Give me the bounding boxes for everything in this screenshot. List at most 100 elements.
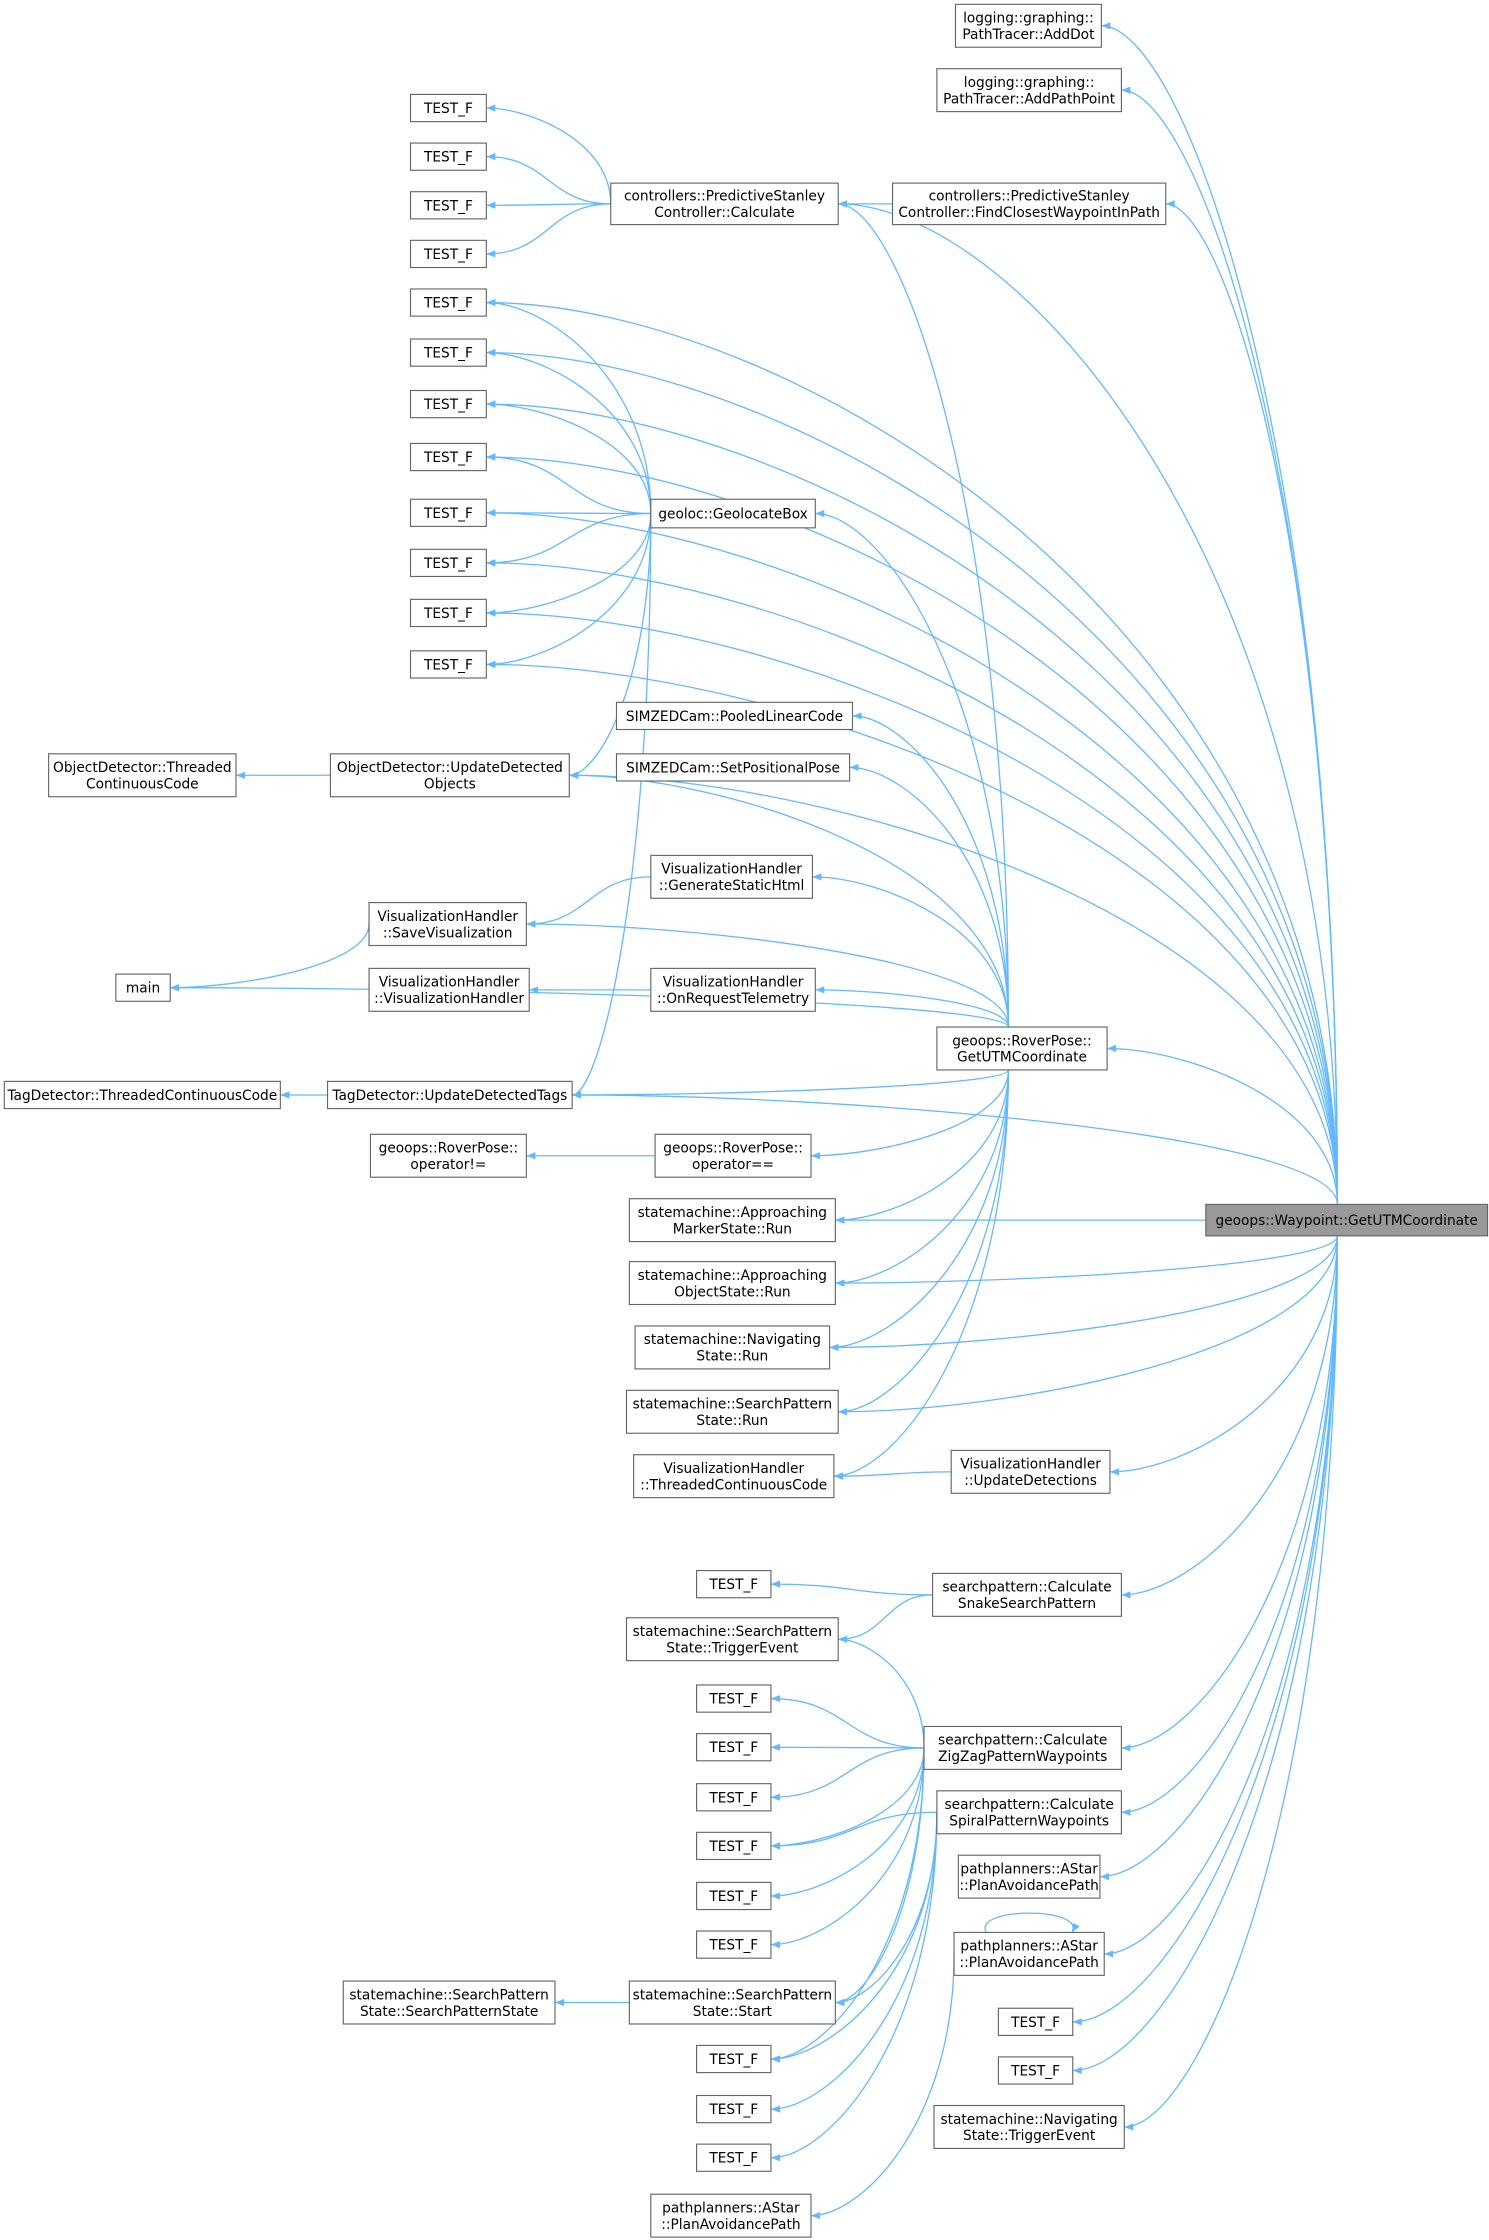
node-t15[interactable]: TEST_F xyxy=(696,1733,772,1762)
node-box xyxy=(115,973,171,1002)
node-t10[interactable]: TEST_F xyxy=(409,548,487,578)
edge-geolocate-to-updDetObj xyxy=(569,513,652,779)
node-navTrigger[interactable]: statemachine::NavigatingState::TriggerEv… xyxy=(933,2104,1125,2149)
node-onReqTel[interactable]: VisualizationHandler::OnRequestTelemetry xyxy=(650,967,816,1012)
node-box xyxy=(696,1783,772,1812)
node-tdThreaded[interactable]: TagDetector::ThreadedContinuousCode xyxy=(3,1080,281,1110)
edge-T-to-t8 xyxy=(486,453,1339,1205)
node-opEq[interactable]: geoops::RoverPose::operator== xyxy=(654,1133,812,1178)
node-t1[interactable]: TEST_F xyxy=(409,93,487,123)
node-astar2[interactable]: pathplanners::AStar::PlanAvoidancePath xyxy=(953,1931,1105,1976)
edge-calculate-to-t2 xyxy=(486,153,611,205)
node-geolocate[interactable]: geoloc::GeolocateBox xyxy=(650,498,816,529)
node-spRun[interactable]: statemachine::SearchPatternState::Run xyxy=(625,1389,839,1434)
node-label: statemachine::SearchPattern xyxy=(633,1624,832,1640)
edge-zigzag-to-t15 xyxy=(770,1743,925,1751)
node-label: GetUTMCoordinate xyxy=(957,1050,1087,1066)
node-t21[interactable]: TEST_F xyxy=(997,2056,1074,2085)
edge-zigzag-to-t14 xyxy=(770,1694,925,1749)
node-t12[interactable]: TEST_F xyxy=(409,650,487,679)
node-addDot[interactable]: logging::graphing::PathTracer::AddDot xyxy=(954,3,1102,48)
edge-T-to-navTrigger xyxy=(1124,1235,1339,2131)
node-main[interactable]: main xyxy=(115,973,171,1002)
node-vhCtor[interactable]: VisualizationHandler::VisualizationHandl… xyxy=(368,967,530,1012)
node-spStart[interactable]: statemachine::SearchPatternState::Start xyxy=(628,1980,836,2025)
node-t2[interactable]: TEST_F xyxy=(409,142,487,171)
node-t7[interactable]: TEST_F xyxy=(409,389,487,419)
node-T[interactable]: geoops::Waypoint::GetUTMCoordinate xyxy=(1205,1203,1489,1237)
node-box xyxy=(650,854,814,899)
node-pooled[interactable]: SIMZEDCam::PooledLinearCode xyxy=(615,701,854,731)
node-label: geoops::RoverPose:: xyxy=(952,1033,1092,1049)
node-updDetections[interactable]: VisualizationHandler::UpdateDetections xyxy=(950,1449,1111,1494)
node-t22[interactable]: TEST_F xyxy=(696,2044,772,2074)
edge-T-to-calculate xyxy=(838,200,1339,1205)
node-roverUtm[interactable]: geoops::RoverPose::GetUTMCoordinate xyxy=(936,1026,1108,1071)
node-t19[interactable]: TEST_F xyxy=(696,1930,772,1959)
node-setPose[interactable]: SIMZEDCam::SetPositionalPose xyxy=(615,753,851,782)
node-label: TEST_F xyxy=(708,1889,758,1905)
node-opNe[interactable]: geoops::RoverPose::operator!= xyxy=(369,1133,527,1178)
node-box xyxy=(368,967,530,1012)
node-appMarker[interactable]: statemachine::ApproachingMarkerState::Ru… xyxy=(628,1198,836,1243)
node-box xyxy=(329,753,570,798)
node-t18[interactable]: TEST_F xyxy=(696,1881,772,1911)
node-t23[interactable]: TEST_F xyxy=(696,2094,772,2124)
node-genHtml[interactable]: VisualizationHandler::GenerateStaticHtml xyxy=(650,854,814,899)
node-addPathPoint[interactable]: logging::graphing::PathTracer::AddPathPo… xyxy=(936,68,1122,113)
node-vhThreaded[interactable]: VisualizationHandler::ThreadedContinuous… xyxy=(633,1454,835,1499)
node-t16[interactable]: TEST_F xyxy=(696,1783,772,1812)
node-label: ::GenerateStaticHtml xyxy=(659,878,804,894)
edge-geolocate-to-updTags xyxy=(572,513,652,1099)
node-t24[interactable]: TEST_F xyxy=(696,2143,772,2172)
node-label: ::UpdateDetections xyxy=(964,1473,1097,1489)
node-box xyxy=(923,1725,1122,1770)
node-t11[interactable]: TEST_F xyxy=(409,598,487,628)
node-t9[interactable]: TEST_F xyxy=(409,498,487,527)
node-findClosest[interactable]: controllers::PredictiveStanleyController… xyxy=(891,182,1167,226)
edge-zigzag-to-t17 xyxy=(770,1747,925,1850)
node-calculate[interactable]: controllers::PredictiveStanleyController… xyxy=(610,182,839,226)
node-odThreaded[interactable]: ObjectDetector::ThreadedContinuousCode xyxy=(48,753,237,798)
node-label: ObjectDetector::Threaded xyxy=(53,760,232,776)
node-label: ObjectState::Run xyxy=(674,1284,791,1300)
node-box xyxy=(615,753,851,782)
node-appObject[interactable]: statemachine::ApproachingObjectState::Ru… xyxy=(628,1261,836,1306)
node-label: ::OnRequestTelemetry xyxy=(657,991,809,1007)
node-snake[interactable]: searchpattern::CalculateSnakeSearchPatte… xyxy=(932,1572,1122,1617)
node-label: TEST_F xyxy=(708,2151,758,2167)
node-t14[interactable]: TEST_F xyxy=(696,1684,772,1713)
node-zigzag[interactable]: searchpattern::CalculateZigZagPatternWay… xyxy=(923,1725,1122,1770)
node-t8[interactable]: TEST_F xyxy=(409,442,487,472)
edge-T-to-updTags xyxy=(572,1091,1339,1205)
node-astar1[interactable]: pathplanners::AStar::PlanAvoidancePath xyxy=(957,1854,1101,1899)
edge-T-to-t7 xyxy=(486,400,1339,1205)
node-t5[interactable]: TEST_F xyxy=(409,288,487,317)
node-t4[interactable]: TEST_F xyxy=(409,239,487,269)
node-t20[interactable]: TEST_F xyxy=(997,2007,1074,2036)
edge-snake-to-spTrigger xyxy=(838,1594,933,1643)
node-updTags[interactable]: TagDetector::UpdateDetectedTags xyxy=(326,1080,573,1110)
node-label: SpiralPatternWaypoints xyxy=(949,1814,1109,1830)
node-astar3[interactable]: pathplanners::AStar::PlanAvoidancePath xyxy=(650,2193,812,2238)
edge-T-to-astar1 xyxy=(1099,1235,1339,1881)
node-label: TEST_F xyxy=(423,150,473,166)
edge-spiral-to-t17 xyxy=(770,1811,937,1850)
node-spTrigger[interactable]: statemachine::SearchPatternState::Trigge… xyxy=(625,1617,839,1662)
node-saveVis[interactable]: VisualizationHandler::SaveVisualization xyxy=(368,902,527,947)
node-label: ZigZagPatternWaypoints xyxy=(938,1749,1107,1765)
node-box xyxy=(650,2193,812,2238)
node-label: State::Run xyxy=(696,1349,768,1365)
node-t13[interactable]: TEST_F xyxy=(696,1569,772,1599)
node-spCtor[interactable]: statemachine::SearchPatternState::Search… xyxy=(342,1980,556,2025)
node-label: TEST_F xyxy=(708,2102,758,2118)
node-box xyxy=(409,338,487,367)
node-spiral[interactable]: searchpattern::CalculateSpiralPatternWay… xyxy=(936,1790,1122,1835)
node-t6[interactable]: TEST_F xyxy=(409,338,487,367)
node-label: statemachine::SearchPattern xyxy=(633,1987,832,2003)
node-label: ::PlanAvoidancePath xyxy=(960,1878,1099,1894)
node-t17[interactable]: TEST_F xyxy=(696,1831,772,1861)
node-t3[interactable]: TEST_F xyxy=(409,191,487,220)
